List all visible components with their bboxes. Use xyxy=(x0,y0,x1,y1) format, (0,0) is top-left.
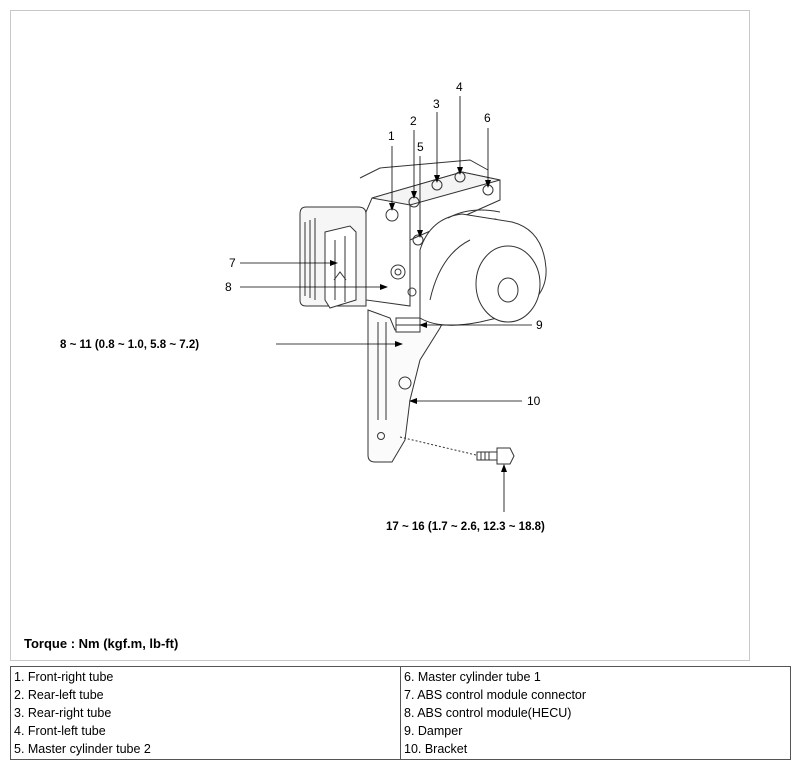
legend-row: 1. Front-right tube 2. Rear-left tube 3.… xyxy=(10,666,791,760)
motor-drawing xyxy=(419,209,547,326)
arrowhead-bolt-torque xyxy=(501,464,507,472)
legend-item: 4. Front-left tube xyxy=(14,724,106,738)
callout-5: 5 xyxy=(417,140,424,154)
damper-drawing xyxy=(395,317,421,333)
arrowhead-4 xyxy=(457,167,463,175)
callout-4: 4 xyxy=(456,80,463,94)
legend-column-right: 6. Master cylinder tube 1 7. ABS control… xyxy=(400,666,791,760)
parts-legend-table: 1. Front-right tube 2. Rear-left tube 3.… xyxy=(10,666,791,760)
callout-9: 9 xyxy=(536,318,543,332)
legend-item: 9. Damper xyxy=(404,724,463,738)
figure-frame xyxy=(10,10,750,661)
bolt-drawing xyxy=(399,436,515,465)
legend-item: 2. Rear-left tube xyxy=(14,688,104,702)
torque-spec-bolt: 17 ~ 16 (1.7 ~ 2.6, 12.3 ~ 18.8) xyxy=(386,521,545,533)
arrowhead-9 xyxy=(419,322,427,328)
legend-item: 3. Rear-right tube xyxy=(14,706,112,720)
arrowhead-bracket-torque xyxy=(395,341,403,347)
legend-item: 6. Master cylinder tube 1 xyxy=(404,670,541,684)
torque-units-note: Torque : Nm (kgf.m, lb-ft) xyxy=(24,636,179,651)
legend-item: 1. Front-right tube xyxy=(14,670,114,684)
arrowhead-2 xyxy=(411,191,417,199)
arrowhead-6 xyxy=(485,180,491,188)
bracket-drawing xyxy=(367,309,446,463)
callout-6: 6 xyxy=(484,111,491,125)
callout-3: 3 xyxy=(433,97,440,111)
callout-1: 1 xyxy=(388,129,395,143)
callout-2: 2 xyxy=(410,114,417,128)
legend-item: 7. ABS control module connector xyxy=(404,688,587,702)
arrowhead-5 xyxy=(417,230,423,238)
legend-column-left: 1. Front-right tube 2. Rear-left tube 3.… xyxy=(10,666,401,760)
torque-spec-bracket: 8 ~ 11 (0.8 ~ 1.0, 5.8 ~ 7.2) xyxy=(60,339,199,351)
arrowhead-7 xyxy=(330,260,338,266)
legend-item: 8. ABS control module(HECU) xyxy=(404,706,572,720)
hecu-block-drawing xyxy=(359,159,501,307)
arrowhead-8 xyxy=(380,284,388,290)
callout-8: 8 xyxy=(225,280,232,294)
legend-item: 10. Bracket xyxy=(404,742,468,756)
arrowhead-10 xyxy=(409,398,417,404)
legend-item: 5. Master cylinder tube 2 xyxy=(14,742,151,756)
callout-10: 10 xyxy=(527,394,541,408)
connector-drawing xyxy=(299,206,367,309)
arrowhead-1 xyxy=(389,203,395,211)
arrowhead-3 xyxy=(434,175,440,183)
callout-7: 7 xyxy=(229,256,236,270)
